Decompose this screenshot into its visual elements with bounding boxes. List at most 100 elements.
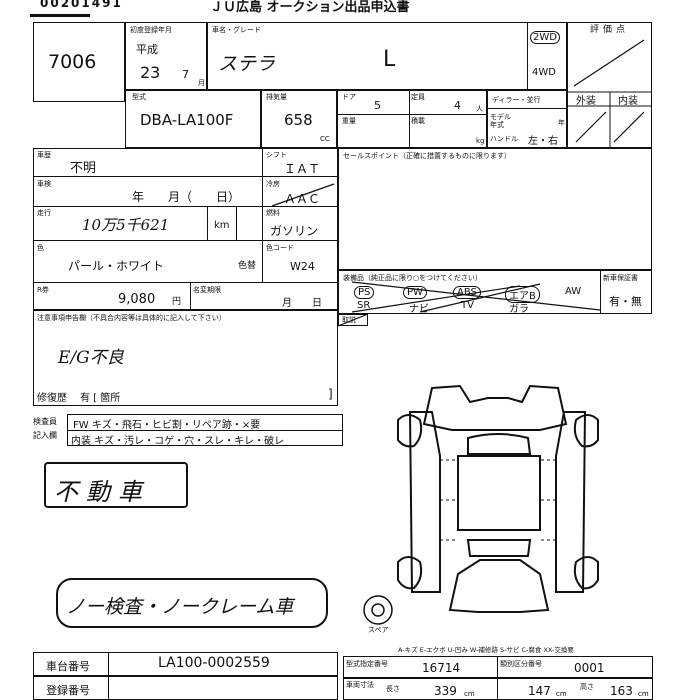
model-year-unit: 年 [558,119,565,127]
model-name: ステラ [218,53,276,75]
width-unit: cm [556,690,567,698]
inspector-divider [67,430,343,431]
diagram-rear-window [466,539,532,557]
grades-label: 評価点 [590,25,630,35]
equip-navi: ナビ [409,304,429,315]
equip-airbag: エアB [505,286,540,303]
new-car-warranty-value: 有・無 [609,295,642,308]
name-change-label: 名変期限 [193,286,221,294]
manual-label: 取説 [342,316,356,324]
rule-h4 [33,282,338,283]
ac-value: ＡＡＣ [284,192,321,206]
diagram-dash-left [440,459,458,541]
displacement-box: 排気量 658 CC [261,90,337,148]
diagram-spare-outer [363,595,393,625]
height-value: 163 [610,684,633,698]
diagram-windshield [467,433,532,455]
cert-box: 型式指定番号 16714 類別区分番号 0001 [343,656,653,678]
cert-value: 16714 [422,661,461,675]
load-label: 積載 [411,117,425,125]
class-value: 0001 [574,661,605,675]
length-unit: cm [464,690,475,698]
damage-legend: A-キズ E-エクボ U-凹み W-補修跡 S-サビ C-腐食 XX-交換要 [398,646,574,654]
registration-month: 7 [182,68,189,81]
new-car-divider [600,270,601,314]
model-grade: L [383,47,396,72]
color-repaint: 色替 [238,261,257,271]
equip-pw: PW [403,286,427,299]
mileage-label: 走行 [37,209,51,217]
dealer-box: ディラー・並行 モデル年式 年 ハンドル 左・右 [487,90,567,148]
height-unit: cm [638,690,649,698]
doors-value: 5 [374,99,381,112]
type-box: 型式 DBA-LA100F [125,90,261,148]
grade-slash-ext [575,111,607,143]
ac-strike [271,183,335,207]
diagram-roof [457,455,541,531]
chassis-box: 車台番号 LA100-0002559 [33,652,338,676]
fuel-label: 燃料 [266,209,280,217]
size-label: 車両寸法 [346,681,374,689]
mileage-value: 10万5千621 [82,216,170,234]
diagram-rear-view [448,559,550,613]
weight-divider [337,114,487,115]
registration-month-unit: 月 [198,79,205,87]
recycle-unit: 円 [172,297,182,307]
displacement-value: 658 [284,111,313,129]
inspector-section: 検査員 記入欄 FW キズ・飛石・ヒビ割・リペア跡・×要 内装 キズ・汚レ・コゲ… [33,412,343,448]
grades-interior-label: 内装 [618,96,638,107]
model-name-box: 車名・グレード ステラ L 2WD 4WD [207,22,567,90]
length-value: 339 [434,684,457,698]
mileage-unit: km [214,220,230,231]
sales-point-box: セールスポイント（正確に措置するものに限ります） [338,148,652,270]
name-change-value: 月 日 [282,298,322,309]
inspector-interior: 内装 キズ・汚レ・コゲ・穴・スレ・キレ・破レ [71,436,285,447]
equip-strike-1 [351,281,601,311]
diagram-wheel-rl [397,556,423,590]
equip-strike-3 [419,283,541,313]
notes-box: 注意事項申告欄（不具合内容等は具体的に記入して下さい） E/G不良 修復歴 有 … [33,310,338,406]
rule-h2 [33,206,338,207]
grade-slash-main [573,39,645,87]
spare-label: スペア [368,626,389,634]
manual-strike [337,313,369,327]
model-year-label: モデル年式 [490,113,511,129]
equip-ps: PS [354,286,375,299]
equip-strike-2 [351,285,521,313]
capacity-unit: 人 [476,105,483,113]
diagram-wheel-rr [573,556,599,590]
diagram-front-view [422,384,568,431]
displacement-label: 排気量 [266,93,287,101]
doors-divider [409,90,410,148]
manual-box: 取説 [338,314,368,326]
reg-label: 登録番号 [46,684,90,697]
no-claim-stamp-text: ノー検査・ノークレーム車 [66,596,294,618]
model-label: 車名・グレード [212,26,261,34]
equipment-box: 装備品（純正品に限り○をつけてください） 新車保証書 有・無 PS PW ABS… [338,270,652,315]
recycle-label: R券 [37,286,49,294]
diagram-wheel-fl [397,414,423,448]
diagram-wheel-fr [573,414,599,448]
immobile-stamp: 不動車 [44,462,188,508]
length-label: 長さ [386,685,400,693]
lot-number: 7006 [48,51,97,73]
handle-label: ハンドル [490,135,518,143]
diagram-spare-inner [371,603,385,617]
lot-number-box: 7006 [33,22,125,102]
serial-number: 00201491 [40,0,123,10]
recycle-value: 9,080 [118,292,156,307]
repair-history-value: 有 [ 箇所 [80,393,121,404]
equipment-label: 装備品（純正品に限り○をつけてください） [343,274,482,282]
equip-sr: SR [357,300,371,311]
inspector-label-1: 検査員 [33,417,57,426]
registration-label: 初度登録年月 [130,26,172,34]
equip-aw: AW [565,286,582,297]
drive-divider [527,22,528,90]
header-bar: 00201491 ＪＵ広島 オークション出品申込書 [30,0,570,18]
new-car-warranty-label: 新車保証書 [603,274,638,282]
dealer-label: ディラー・並行 [492,96,541,104]
handle-value: 左・右 [528,136,558,147]
color-label: 色 [37,244,44,252]
doors-capacity-box: ドア 5 定員 4 人 重量 積載 kg [337,90,487,148]
registration-era: 平成 [136,43,158,56]
